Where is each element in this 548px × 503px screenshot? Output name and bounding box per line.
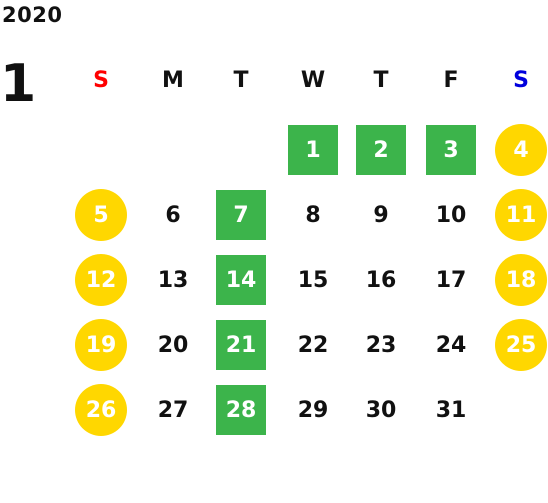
day-cell-12[interactable]: 12 xyxy=(75,254,127,306)
weekday-5: F xyxy=(443,68,459,93)
weekday-6: S xyxy=(513,68,529,93)
month-number: 1 xyxy=(0,54,37,114)
day-cell-31[interactable]: 31 xyxy=(435,397,467,423)
year-label: 2020 xyxy=(2,3,63,27)
weekday-3: W xyxy=(300,68,326,93)
day-cell-4[interactable]: 4 xyxy=(495,124,547,176)
day-cell-1[interactable]: 1 xyxy=(288,125,338,175)
day-cell-10[interactable]: 10 xyxy=(435,202,467,228)
day-cell-27[interactable]: 27 xyxy=(157,397,189,423)
day-cell-18[interactable]: 18 xyxy=(495,254,547,306)
weekday-1: M xyxy=(162,68,184,93)
day-cell-21[interactable]: 21 xyxy=(216,320,266,370)
day-cell-20[interactable]: 20 xyxy=(157,332,189,358)
day-cell-8[interactable]: 8 xyxy=(305,202,321,228)
day-cell-13[interactable]: 13 xyxy=(157,267,189,293)
day-cell-2[interactable]: 2 xyxy=(356,125,406,175)
day-cell-29[interactable]: 29 xyxy=(297,397,329,423)
day-cell-7[interactable]: 7 xyxy=(216,190,266,240)
day-cell-17[interactable]: 17 xyxy=(435,267,467,293)
day-cell-16[interactable]: 16 xyxy=(365,267,397,293)
weekday-2: T xyxy=(233,68,249,93)
day-cell-22[interactable]: 22 xyxy=(297,332,329,358)
day-cell-19[interactable]: 19 xyxy=(75,319,127,371)
day-cell-26[interactable]: 26 xyxy=(75,384,127,436)
day-cell-15[interactable]: 15 xyxy=(297,267,329,293)
day-cell-23[interactable]: 23 xyxy=(365,332,397,358)
day-cell-6[interactable]: 6 xyxy=(165,202,181,228)
day-cell-5[interactable]: 5 xyxy=(75,189,127,241)
day-cell-30[interactable]: 30 xyxy=(365,397,397,423)
day-cell-3[interactable]: 3 xyxy=(426,125,476,175)
day-cell-28[interactable]: 28 xyxy=(216,385,266,435)
weekday-4: T xyxy=(373,68,389,93)
day-cell-14[interactable]: 14 xyxy=(216,255,266,305)
day-cell-25[interactable]: 25 xyxy=(495,319,547,371)
weekday-0: S xyxy=(93,68,109,93)
day-cell-24[interactable]: 24 xyxy=(435,332,467,358)
day-cell-11[interactable]: 11 xyxy=(495,189,547,241)
day-cell-9[interactable]: 9 xyxy=(373,202,389,228)
